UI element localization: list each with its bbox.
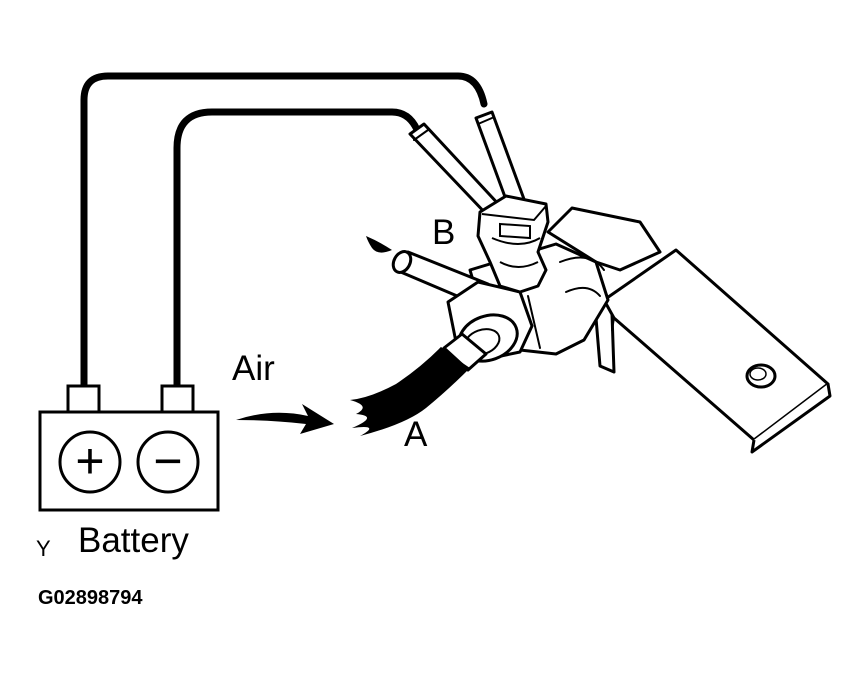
battery-negative-circle	[136, 430, 200, 494]
vsv-connector	[476, 194, 550, 294]
battery-terminal-negative	[160, 384, 195, 414]
battery-positive-circle	[58, 430, 122, 494]
figure-code: G02898794	[38, 587, 143, 609]
port-a-hose	[350, 346, 470, 436]
label-port-b: B	[432, 213, 455, 252]
battery-negative-symbol: −	[153, 433, 182, 489]
label-battery: Battery	[78, 521, 189, 560]
battery-terminal-positive	[66, 384, 101, 414]
label-port-a: A	[404, 415, 428, 454]
vacuum-drop-icon	[366, 236, 392, 253]
air-flow-arrow-icon	[236, 404, 334, 434]
label-air: Air	[232, 349, 275, 388]
wire-negative	[173, 108, 422, 392]
battery: + −	[38, 384, 220, 512]
wire-positive	[80, 72, 488, 392]
battery-positive-symbol: +	[75, 433, 104, 489]
label-battery-marker: Y	[36, 536, 51, 561]
bracket-hole	[745, 363, 777, 389]
